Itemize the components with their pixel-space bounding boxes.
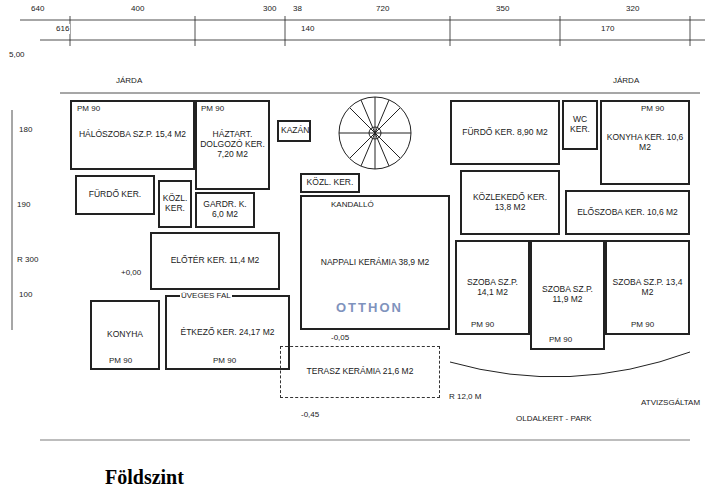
- room-box: KÖZLEKEDŐ KER. 13,8 M2: [460, 170, 560, 235]
- window-label: PM 90: [200, 104, 225, 114]
- radius-label: R 12,0 M: [448, 392, 482, 402]
- dimension-number: 616: [55, 24, 70, 34]
- window-label: PM 90: [108, 356, 133, 366]
- room-label: KÖZLEKEDŐ KER. 13,8 M2: [464, 193, 556, 213]
- stair-outline: [339, 97, 411, 169]
- dimension-tick: [285, 16, 286, 46]
- dimension-number: 400: [130, 4, 145, 14]
- room-box: FÜRDŐ KER. 8,90 M2: [450, 100, 560, 165]
- room-label: KONYHA KER. 10,6 M2: [604, 133, 686, 153]
- room-label: WC KER.: [566, 115, 594, 135]
- room-label: KAZÁN: [281, 126, 307, 136]
- radius-label: R 300: [16, 255, 39, 265]
- room-box: KÖZL. KER.: [300, 173, 360, 193]
- terrace-arc: [450, 352, 690, 377]
- wall-note: ÜVEGES FAL: [180, 291, 232, 301]
- dimension-number: 320: [625, 4, 640, 14]
- room-label: SZOBA SZ.P. 11,9 M2: [534, 285, 601, 305]
- room-label: KONYHA: [94, 330, 156, 340]
- dimension-number: 190: [16, 200, 31, 210]
- stair-step: [361, 100, 389, 166]
- dimension-number: 140: [300, 24, 315, 34]
- dimension-tick: [560, 16, 561, 46]
- dimension-line: [20, 20, 705, 21]
- dimension-line: [40, 40, 705, 41]
- window-label: PM 90: [212, 356, 237, 366]
- room-label: KÖZL. KER.: [162, 194, 188, 214]
- room-box: ELŐSZOBA KER. 10,6 M2: [565, 190, 690, 235]
- room-label: FÜRDŐ KER. 8,90 M2: [454, 128, 556, 138]
- room-label: HÁLÓSZOBA SZ.P. 15,4 M2: [74, 130, 191, 140]
- stamp-text: ATVIZSGÁLTAM: [640, 398, 701, 408]
- room-label: NAPPALI KERÁMIA 38,9 M2: [304, 258, 446, 268]
- room-label: GARDR. K. 6,0 M2: [199, 200, 251, 220]
- dimension-tick: [690, 16, 691, 46]
- window-label: PM 90: [548, 335, 573, 345]
- level-mark: +0,00: [120, 268, 142, 278]
- room-label: SZOBA SZ.P. 13,4 M2: [609, 278, 686, 298]
- room-label: ÉTKEZŐ KER. 24,17 M2: [169, 328, 286, 338]
- dimension-number: 100: [18, 290, 33, 300]
- room-box: GARDR. K. 6,0 M2: [195, 192, 255, 228]
- spiral-stair: [339, 97, 411, 169]
- window-label: PM 90: [470, 320, 495, 330]
- dimension-number: 5,00: [8, 50, 26, 60]
- dimension-number: 640: [30, 4, 45, 14]
- level-mark: -0,05: [330, 333, 350, 343]
- room-label: HÁZTART. DOLGOZÓ KER. 7,20 M2: [199, 130, 266, 159]
- room-label: FÜRDŐ KER.: [79, 190, 151, 200]
- room-box: WC KER.: [562, 100, 598, 150]
- window-label: PM 90: [640, 104, 665, 114]
- dimension-number: 170: [600, 24, 615, 34]
- room-label: KÖZL. KER.: [304, 178, 356, 188]
- fireplace-label: KANDALLÓ: [330, 200, 375, 210]
- room-box: FÜRDŐ KER.: [75, 175, 155, 215]
- room-label: SZOBA SZ.P. 14,1 M2: [459, 278, 526, 298]
- dimension-number: 180: [18, 125, 33, 135]
- window-label: PM 90: [630, 320, 655, 330]
- dimension-number: 350: [495, 4, 510, 14]
- room-label: TERASZ KERÁMIA 21,6 M2: [283, 367, 437, 377]
- room-box: ELŐTÉR KER. 11,4 M2: [150, 232, 280, 290]
- room-label: ELŐSZOBA KER. 10,6 M2: [569, 208, 686, 218]
- stair-step: [361, 100, 389, 166]
- room-box: KAZÁN: [277, 120, 311, 142]
- window-label: PM 90: [76, 104, 101, 114]
- terrace-box: TERASZ KERÁMIA 21,6 M2: [280, 346, 440, 398]
- dimension-number: 38: [292, 4, 303, 14]
- area-label: OLDALKERT - PARK: [515, 414, 593, 424]
- dimension-line: [12, 110, 13, 330]
- dimension-tick: [450, 16, 451, 46]
- sidewalk-label: JÁRDA: [115, 76, 143, 86]
- plan-title: Földszint: [105, 466, 184, 489]
- watermark: OTTHON: [335, 300, 404, 316]
- dimension-number: 720: [375, 4, 390, 14]
- dimension-number: 300: [262, 4, 277, 14]
- room-label: ELŐTÉR KER. 11,4 M2: [154, 256, 276, 266]
- level-mark: -0,45: [300, 410, 320, 420]
- sidewalk-label: JÁRDA: [612, 76, 640, 86]
- room-box: KÖZL. KER.: [158, 180, 192, 228]
- room-box: SZOBA SZ.P. 11,9 M2: [530, 240, 605, 350]
- dimension-tick: [195, 16, 196, 46]
- site-line: [40, 440, 690, 441]
- sidewalk-line: [60, 93, 700, 94]
